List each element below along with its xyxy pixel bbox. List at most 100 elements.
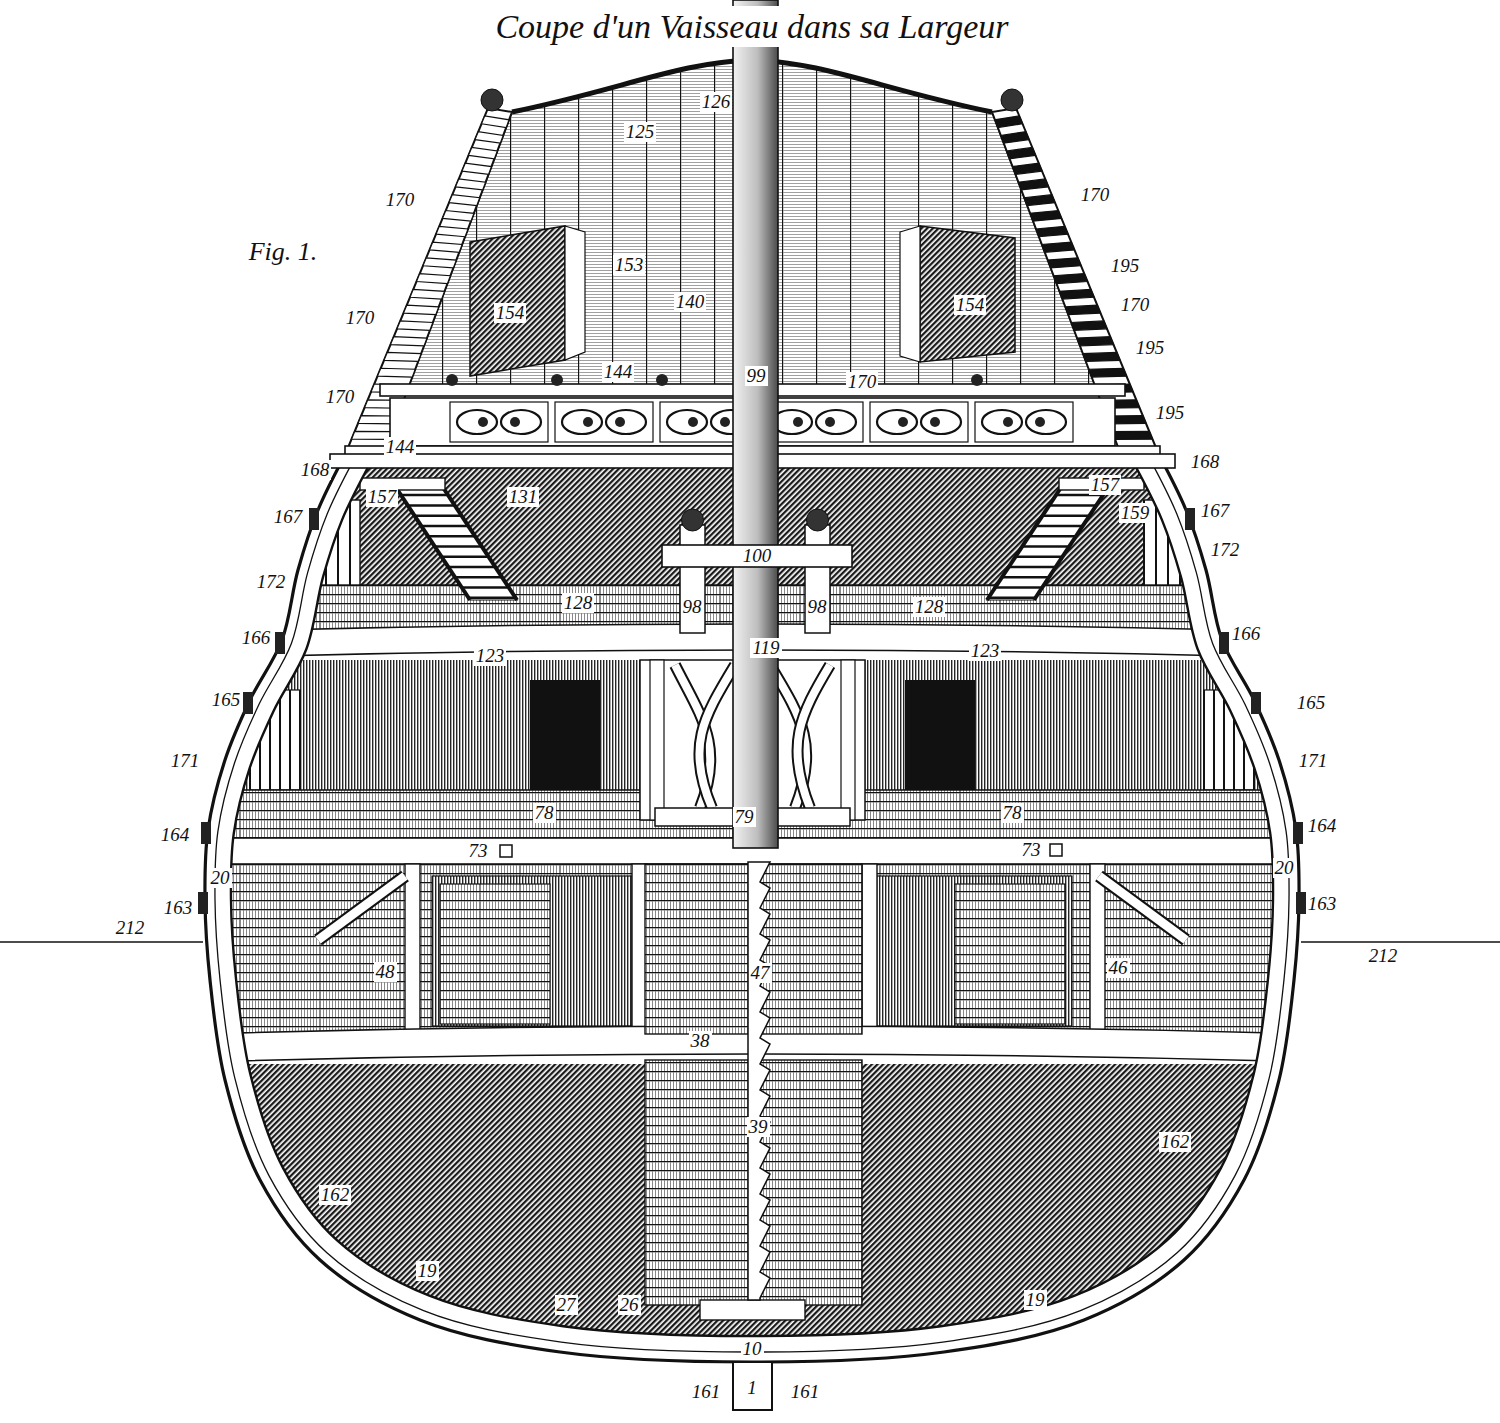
callout-number: 163 xyxy=(162,898,195,918)
callout-number: 98 xyxy=(806,597,829,617)
baluster xyxy=(462,163,491,174)
scroll-eye xyxy=(1003,417,1013,427)
baluster xyxy=(1007,147,1036,158)
wale xyxy=(1251,692,1261,714)
wale xyxy=(1185,508,1195,530)
brace-outline xyxy=(318,876,405,940)
baluster xyxy=(482,116,510,128)
baluster xyxy=(1112,431,1152,439)
callout-number: 170 xyxy=(384,190,417,210)
finial xyxy=(481,89,503,111)
grating-bar xyxy=(1167,500,1169,585)
scroll-eye xyxy=(898,417,908,427)
stair-step xyxy=(455,576,502,579)
callout-number: 46 xyxy=(1107,958,1130,978)
baluster xyxy=(1054,274,1088,284)
callout-number: 100 xyxy=(741,546,774,566)
carved-panel xyxy=(870,402,968,442)
waterline xyxy=(1301,941,1500,943)
cabin-side xyxy=(900,226,920,362)
stair-stringer xyxy=(442,486,517,600)
callout-number: 73 xyxy=(1020,840,1043,860)
callout-number: 1 xyxy=(745,1378,759,1398)
hold-compartment xyxy=(872,876,1072,1026)
beam-end xyxy=(500,845,512,857)
baluster xyxy=(404,305,439,315)
cabin xyxy=(470,226,565,376)
baluster xyxy=(1089,368,1127,377)
callout-number: 157 xyxy=(1089,475,1122,495)
scroll-eye xyxy=(930,417,940,427)
callout-number: 170 xyxy=(1079,185,1112,205)
bitt-post xyxy=(805,525,830,633)
grating-bar xyxy=(299,690,301,790)
stair-step xyxy=(1022,545,1069,548)
callout-number: 168 xyxy=(1189,452,1222,472)
baluster xyxy=(1024,195,1055,206)
grating-bar xyxy=(1155,500,1157,585)
wale xyxy=(243,692,253,714)
bitt-post xyxy=(680,525,705,633)
wale xyxy=(201,822,211,844)
callout-number: 153 xyxy=(613,255,646,275)
hold-bulkhead xyxy=(955,884,1065,1024)
callout-number: 171 xyxy=(1297,751,1330,771)
callout-number: 123 xyxy=(474,646,507,666)
knee xyxy=(797,665,830,808)
scroll-eye xyxy=(793,417,803,427)
wale xyxy=(309,508,319,530)
stair-step xyxy=(1049,504,1096,507)
baluster xyxy=(378,368,416,377)
callout-number: 212 xyxy=(114,918,147,938)
scroll-eye xyxy=(720,417,730,427)
rail-knob xyxy=(551,374,563,386)
stair xyxy=(395,486,517,600)
scroll-carving xyxy=(816,410,856,434)
brace-outline xyxy=(1099,876,1186,940)
baluster xyxy=(449,195,480,206)
stair-step xyxy=(469,596,516,599)
scroll-carving xyxy=(877,410,917,434)
wale xyxy=(1296,892,1306,914)
scroll-eye xyxy=(478,417,488,427)
baluster xyxy=(417,274,451,284)
baluster xyxy=(430,242,463,252)
scroll-eye xyxy=(825,417,835,427)
carved-panel xyxy=(555,402,653,442)
baluster xyxy=(469,147,498,158)
hatchway xyxy=(905,680,975,792)
carved-panel xyxy=(765,402,863,442)
stair-step xyxy=(1043,514,1090,517)
stair-step xyxy=(435,545,482,548)
callout-number: 162 xyxy=(319,1185,352,1205)
stair-step xyxy=(995,586,1042,589)
stair-step xyxy=(1009,566,1056,569)
grating-bar xyxy=(349,500,351,585)
callout-number: 157 xyxy=(366,487,399,507)
callout-number: 128 xyxy=(913,597,946,617)
callout-number: 131 xyxy=(507,487,540,507)
stair-step xyxy=(1029,535,1076,538)
callout-number: 99 xyxy=(745,366,768,386)
callout-number: 119 xyxy=(750,638,781,658)
callout-number: 140 xyxy=(674,292,707,312)
gunport-grating xyxy=(1204,690,1254,790)
callout-number: 161 xyxy=(690,1382,723,1402)
scroll-eye xyxy=(1035,417,1045,427)
rail-knob xyxy=(446,374,458,386)
rail-knob xyxy=(971,374,983,386)
waterline xyxy=(0,941,203,943)
callout-number: 73 xyxy=(467,841,490,861)
scroll-carving xyxy=(921,410,961,434)
hold-compartment xyxy=(432,876,632,1026)
stanchion-post xyxy=(405,864,420,1036)
grating-bar xyxy=(1233,690,1235,790)
keelson xyxy=(700,1300,805,1320)
stair-step xyxy=(428,535,475,538)
gunport-grating xyxy=(250,690,300,790)
stair-step xyxy=(408,504,455,507)
beam-end xyxy=(1050,844,1062,856)
scroll-eye xyxy=(688,417,698,427)
callout-number: 170 xyxy=(1119,295,1152,315)
